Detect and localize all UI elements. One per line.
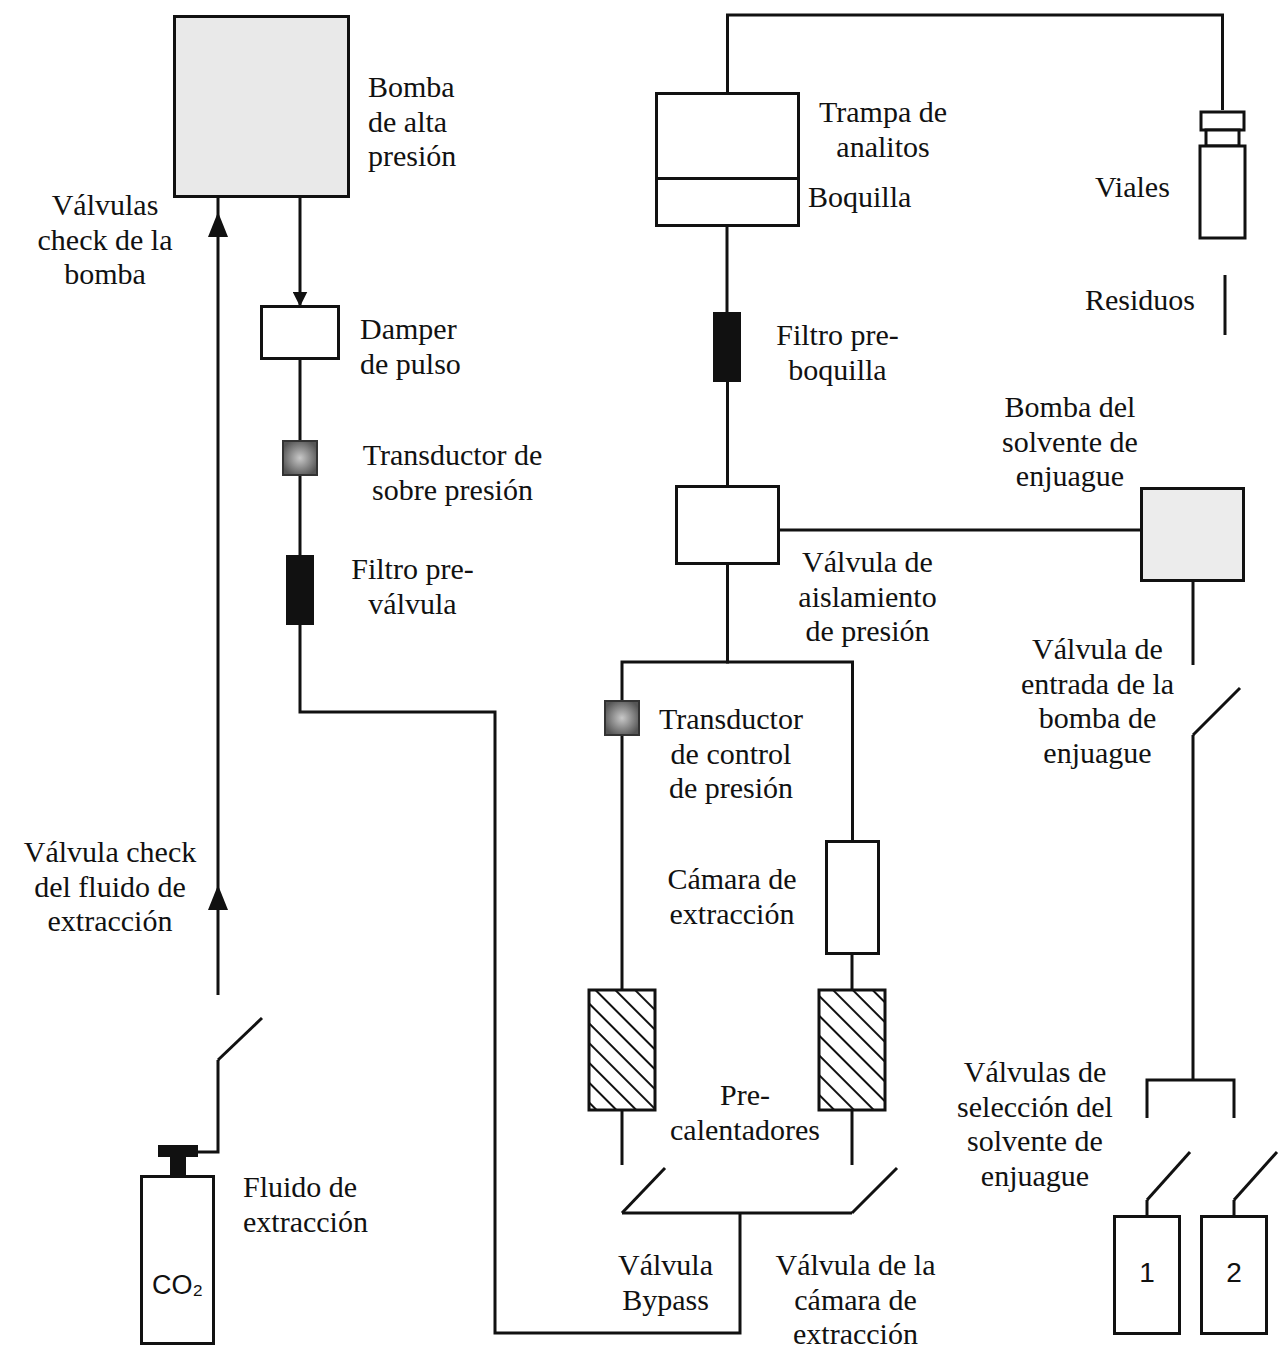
isolation-valve: Válvula de aislamiento de presión — [675, 485, 780, 565]
valve-arm — [1147, 1152, 1190, 1200]
node-label: Válvula de aislamiento de presión — [785, 545, 950, 649]
solvent-bottle: 2 — [1200, 1215, 1268, 1335]
node-label: Trampa de analitos — [808, 95, 958, 164]
vial-outline — [1195, 110, 1250, 240]
pipe — [1233, 1200, 1236, 1215]
preheater — [589, 990, 655, 1110]
pipe — [1192, 582, 1195, 665]
extraction-chamber: Cámara de extracción — [825, 840, 880, 955]
node-label: Viales — [1095, 170, 1190, 205]
check-valve-arrow — [208, 212, 228, 237]
transducer-symbol: Transductor de sobre presión — [282, 440, 318, 476]
vial-part — [1206, 130, 1239, 146]
node-label: Damper de pulso — [360, 312, 485, 381]
rinse-pump: Bomba del solvente de enjuague — [1140, 487, 1245, 582]
analyte-trap: Trampa de analitos — [655, 92, 800, 180]
pipe-connector — [726, 227, 729, 312]
pipe — [1147, 1080, 1234, 1118]
pipe — [622, 1212, 852, 1215]
preheater — [819, 990, 885, 1110]
filter-symbol: Filtro pre-boquilla — [713, 312, 741, 382]
gas-cylinder: CO₂Fluido de extracción — [140, 1175, 215, 1345]
pipe — [217, 198, 220, 995]
transducer-symbol: Transductor de control de presión — [604, 700, 640, 736]
check-valve-arrow — [208, 885, 228, 910]
part-label: Pre- calentadores — [660, 1078, 830, 1147]
part-label: Válvula de la cámara de extracción — [758, 1248, 953, 1350]
pipe — [621, 736, 624, 990]
valve-arm — [1193, 688, 1240, 735]
damper-box: Damper de pulso — [260, 305, 340, 360]
waste-line — [1224, 275, 1227, 335]
pipe-connector — [780, 529, 1140, 532]
node-label: Bomba del solvente de enjuague — [985, 390, 1155, 494]
vial-part — [1201, 112, 1244, 130]
pipe-connector — [726, 382, 729, 485]
part-label: Válvulas check de la bomba — [20, 188, 190, 292]
pipe — [198, 1060, 218, 1152]
solvent-bottle: 1 — [1113, 1215, 1181, 1335]
pipe — [1146, 1200, 1149, 1215]
pipe-connector — [299, 198, 302, 305]
valve-arm — [852, 1168, 897, 1213]
part-label: Válvulas de selección del solvente de en… — [955, 1055, 1115, 1193]
pipe — [851, 955, 854, 990]
node-label: Filtro pre-válvula — [325, 552, 500, 621]
pipe-connector — [728, 15, 1223, 110]
pump-box: Bomba de alta presión — [173, 15, 350, 198]
node-label: CO₂ — [143, 1270, 212, 1301]
part-label: Válvula de entrada de la bomba de enjuag… — [1010, 632, 1185, 770]
node-label: Fluido de extracción — [243, 1170, 393, 1239]
vial-symbol: Viales — [1195, 110, 1250, 240]
cylinder-cap — [170, 1155, 186, 1175]
valve-arm — [1234, 1152, 1277, 1200]
node-label: Bomba de alta presión — [368, 70, 486, 174]
node-label: 2 — [1203, 1257, 1265, 1289]
valve-arm — [218, 1018, 262, 1060]
pipes — [198, 198, 1277, 1333]
pipe-connector — [299, 476, 302, 555]
pipe — [851, 1110, 854, 1165]
node-label: Cámara de extracción — [652, 862, 812, 931]
nozzle-box: Boquilla — [655, 177, 800, 227]
node-label: Boquilla — [808, 180, 938, 215]
node-label: 1 — [1116, 1257, 1178, 1289]
part-label: Válvula Bypass — [608, 1248, 723, 1317]
node-label: Transductor de sobre presión — [345, 438, 560, 507]
part-label: Válvula check del fluido de extracción — [15, 835, 205, 939]
pipe — [621, 1110, 624, 1165]
node-label: Transductor de control de presión — [655, 702, 807, 806]
node-label: Filtro pre-boquilla — [750, 318, 925, 387]
filter-symbol: Filtro pre-válvula — [286, 555, 314, 625]
pipe-connector — [299, 360, 302, 440]
valve-arm — [622, 1168, 665, 1213]
part-label: Residuos — [1085, 283, 1215, 318]
pipe-connector — [622, 565, 728, 700]
pipe — [1192, 735, 1195, 1080]
vial-part — [1200, 146, 1245, 238]
